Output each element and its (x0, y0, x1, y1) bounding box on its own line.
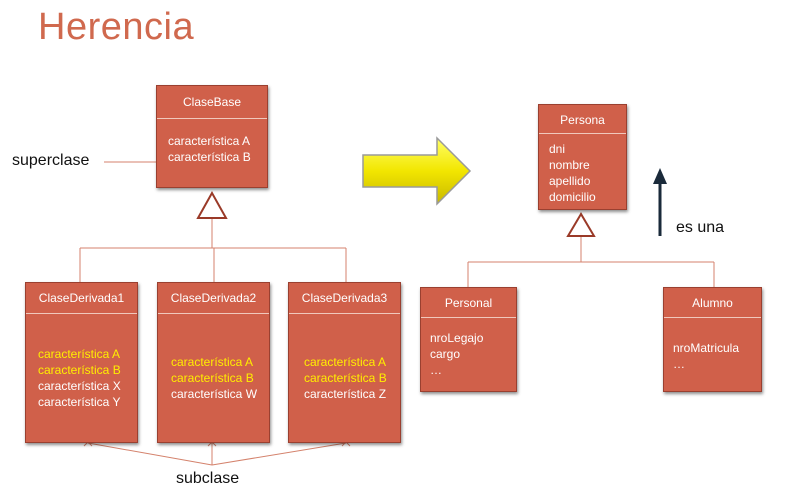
inheritance-triangle-right (566, 212, 596, 237)
class-box-clasebase: ClaseBase característica A característic… (156, 85, 268, 188)
attribute-inherited: característica B (171, 371, 254, 385)
subclase-pointer-3 (211, 442, 347, 466)
attribute: nroMatricula (673, 341, 740, 355)
attribute: … (430, 363, 442, 377)
class-box-alumno: Alumno nroMatricula … (663, 287, 762, 392)
attribute: dni (549, 142, 566, 156)
attribute: característica B (168, 150, 251, 164)
es-una-arrow-icon (653, 168, 667, 184)
attribute-inherited: característica A (171, 355, 254, 369)
class-name: Persona (539, 105, 626, 134)
class-box-clasederivada2: ClaseDerivada2 característica A caracter… (157, 282, 270, 443)
class-name: Alumno (664, 288, 761, 318)
attribute-list: característica A característica B caract… (26, 314, 137, 410)
attribute: característica W (171, 387, 258, 401)
inheritance-triangle-left (196, 190, 228, 219)
attribute: nombre (549, 158, 590, 172)
attribute-list: característica A característica B (157, 119, 267, 165)
es-una-label: es una (676, 219, 725, 236)
attribute-inherited: característica A (38, 347, 121, 361)
page-title: Herencia (38, 6, 195, 48)
attribute: cargo (430, 347, 461, 361)
attribute-list: nroMatricula … (664, 318, 761, 372)
attribute-list: nroLegajo cargo … (421, 318, 516, 378)
attribute: característica A (168, 134, 251, 148)
class-name: ClaseDerivada1 (26, 283, 137, 314)
superclase-label: superclase (12, 152, 90, 169)
class-box-clasederivada3: ClaseDerivada3 característica A caracter… (288, 282, 401, 443)
attribute: nroLegajo (430, 331, 484, 345)
attribute: domicilio (549, 190, 596, 204)
attribute-list: dni nombre apellido domicilio (539, 134, 626, 205)
attribute-inherited: característica B (304, 371, 387, 385)
class-box-persona: Persona dni nombre apellido domicilio (538, 104, 627, 210)
attribute: característica Z (304, 387, 387, 401)
attribute-list: característica A característica B caract… (158, 314, 269, 402)
subclase-label: subclase (176, 470, 240, 487)
attribute-list: característica A característica B caract… (289, 314, 400, 402)
attribute: … (673, 357, 685, 371)
class-box-personal: Personal nroLegajo cargo … (420, 287, 517, 392)
yellow-arrow-icon (362, 136, 472, 206)
attribute: apellido (549, 174, 591, 188)
subclase-pointer-1 (87, 442, 213, 466)
attribute-inherited: característica A (304, 355, 387, 369)
class-name: ClaseDerivada3 (289, 283, 400, 314)
class-name: ClaseBase (157, 86, 267, 119)
class-box-clasederivada1: ClaseDerivada1 característica A caracter… (25, 282, 138, 443)
attribute-inherited: característica B (38, 363, 121, 377)
attribute: característica Y (38, 395, 121, 409)
attribute: característica X (38, 379, 121, 393)
class-name: ClaseDerivada2 (158, 283, 269, 314)
class-name: Personal (421, 288, 516, 318)
